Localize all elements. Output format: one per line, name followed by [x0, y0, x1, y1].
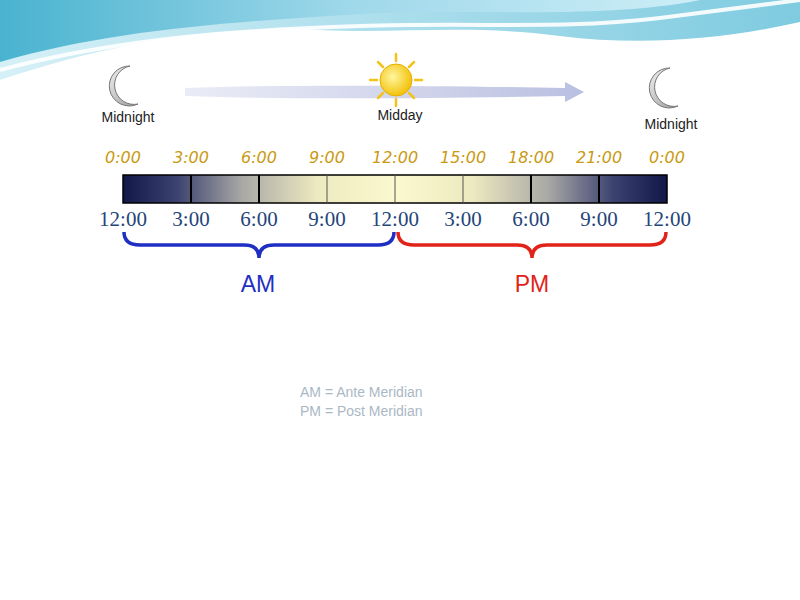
am-brace	[124, 232, 394, 258]
hour-12-label: 12:00	[371, 208, 419, 231]
pm-brace	[398, 232, 666, 258]
hour-12-label: 9:00	[580, 208, 617, 231]
hour-24-label: 6:00	[241, 149, 277, 167]
hour-24-label: 0:00	[649, 149, 685, 167]
moon-icon	[649, 68, 678, 108]
hour-12-label: 9:00	[308, 208, 345, 231]
hour-24-label: 15:00	[440, 149, 486, 167]
hour-12-label: 12:00	[643, 208, 691, 231]
hour-24-label: 18:00	[508, 149, 554, 167]
moon-icon	[109, 66, 138, 106]
time-caption: Midnight	[645, 117, 698, 132]
hour-24-label: 3:00	[173, 149, 209, 167]
hour-12-label: 12:00	[99, 208, 147, 231]
definition-note: AM = Ante Meridian	[300, 385, 423, 400]
hour-24-label: 12:00	[372, 149, 418, 167]
header-swoosh	[0, 0, 800, 70]
header-wave	[0, 0, 700, 62]
period-label: AM	[241, 272, 276, 297]
day-bar	[123, 175, 667, 203]
definition-note: PM = Post Meridian	[300, 404, 423, 419]
sun-icon	[370, 54, 422, 106]
hour-24-label: 0:00	[105, 149, 141, 167]
hour-24-label: 9:00	[309, 149, 345, 167]
time-caption: Midday	[377, 108, 422, 123]
period-label: PM	[515, 272, 550, 297]
hour-12-label: 6:00	[240, 208, 277, 231]
hour-12-label: 6:00	[512, 208, 549, 231]
hour-12-label: 3:00	[172, 208, 209, 231]
hour-24-label: 21:00	[576, 149, 622, 167]
time-caption: Midnight	[102, 110, 155, 125]
hour-12-label: 3:00	[444, 208, 481, 231]
tick-marks	[191, 175, 599, 203]
